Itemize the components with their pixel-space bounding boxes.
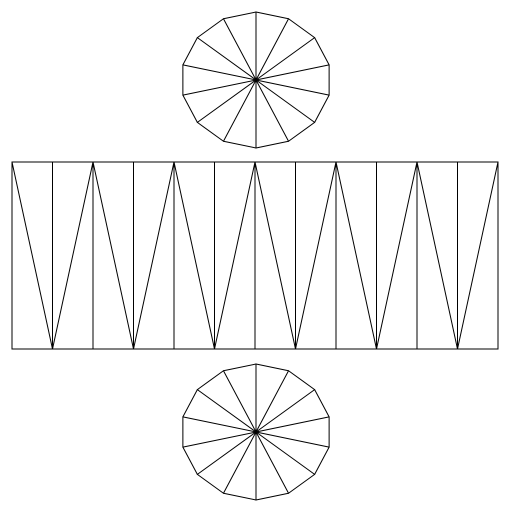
bottom-base-spoke bbox=[255, 431, 330, 448]
bottom-base-spoke bbox=[255, 389, 316, 433]
zigzag-edge bbox=[254, 161, 296, 350]
bottom-base-spoke bbox=[196, 389, 257, 433]
top-base-spoke bbox=[222, 18, 257, 81]
top-base-spoke bbox=[255, 79, 290, 142]
top-base-spoke bbox=[182, 64, 257, 81]
lateral-rectangle bbox=[11, 161, 499, 350]
bottom-base-spoke bbox=[182, 416, 257, 433]
zigzag-edge bbox=[295, 161, 337, 350]
zigzag-edge bbox=[133, 161, 175, 350]
top-base-spoke bbox=[255, 37, 316, 81]
bottom-base-spoke bbox=[222, 431, 257, 494]
top-base-spoke bbox=[255, 18, 290, 81]
bottom-base-spoke bbox=[196, 431, 257, 475]
zigzag-edge bbox=[92, 161, 134, 350]
top-base-polygon bbox=[182, 11, 330, 149]
bottom-base-spoke bbox=[255, 416, 330, 433]
bottom-base-outline bbox=[182, 363, 330, 501]
top-base-outline bbox=[182, 11, 330, 149]
top-base-spoke bbox=[182, 79, 257, 96]
bottom-base-spoke bbox=[255, 431, 290, 494]
zigzag-edge bbox=[52, 161, 94, 350]
zigzag-edge bbox=[376, 161, 418, 350]
zigzag-edge bbox=[214, 161, 256, 350]
top-base-spoke bbox=[196, 79, 257, 123]
top-base-spoke bbox=[255, 79, 316, 123]
bottom-base-spoke bbox=[255, 370, 290, 433]
zigzag-edge bbox=[335, 161, 377, 350]
bottom-base-polygon bbox=[182, 363, 330, 501]
zigzag-edge bbox=[457, 161, 499, 350]
bottom-base-spoke bbox=[182, 431, 257, 448]
bottom-base-spoke bbox=[255, 431, 316, 475]
top-base-spoke bbox=[196, 37, 257, 81]
zigzag-edge bbox=[416, 161, 458, 350]
top-base-spoke bbox=[255, 79, 330, 96]
top-base-spoke bbox=[222, 79, 257, 142]
zigzag-edge bbox=[173, 161, 215, 350]
bottom-base-spoke bbox=[222, 370, 257, 433]
top-base-spoke bbox=[255, 64, 330, 81]
zigzag-edge bbox=[11, 161, 53, 350]
